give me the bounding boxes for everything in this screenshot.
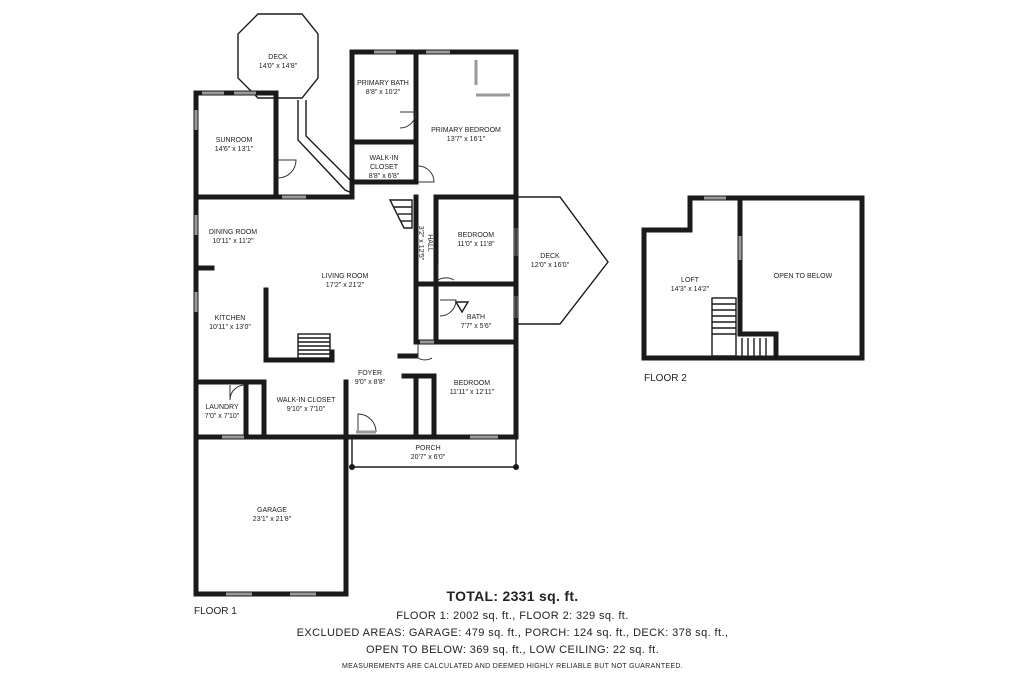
deck-top-name: DECK — [268, 54, 288, 61]
dining-room-name: DINING ROOM — [209, 229, 257, 236]
open-to-below-name: OPEN TO BELOW — [774, 273, 833, 280]
walkin-closet-name: WALK-IN CLOSET — [277, 397, 337, 404]
excluded-areas-cont: OPEN TO BELOW: 369 sq. ft., LOW CEILING:… — [365, 644, 660, 656]
living-stairs — [297, 333, 331, 359]
disclaimer: MEASUREMENTS ARE CALCULATED AND DEEMED H… — [342, 663, 683, 670]
deck-top-dims: 14'0" x 14'8" — [259, 63, 298, 70]
bedroom2-dims: 11'11" x 12'11" — [450, 389, 495, 396]
loft-dims: 14'3" x 14'2" — [671, 286, 710, 293]
foyer-name: FOYER — [358, 370, 382, 377]
deck-right-name: DECK — [540, 253, 560, 260]
garage-name: GARAGE — [257, 507, 287, 514]
loft-stairs — [711, 297, 767, 357]
bath-dims: 7'7" x 5'6" — [461, 323, 492, 330]
primary-bath-dims: 8'8" x 10'2" — [366, 89, 401, 96]
floor-2-plan — [641, 195, 865, 361]
excluded-areas: EXCLUDED AREAS: GARAGE: 479 sq. ft., POR… — [296, 627, 729, 639]
deck-top-outline — [237, 13, 319, 99]
primary-bedroom-name: PRIMARY BEDROOM — [431, 127, 501, 134]
kitchen-dims: 10'11" x 13'0" — [209, 324, 251, 331]
walkin-closet-primary-name2: CLOSET — [370, 164, 399, 171]
bedroom1-name: BEDROOM — [458, 232, 494, 239]
walkin-closet-primary-dims: 8'8" x 6'8" — [369, 173, 400, 180]
porch-name: PORCH — [415, 445, 440, 452]
laundry-dims: 7'0" x 7'10" — [205, 413, 240, 420]
garage-dims: 23'1" x 21'8" — [253, 516, 292, 523]
loft-name: LOFT — [681, 277, 700, 284]
hall-label: HALL 3'2" x 12'5" — [417, 226, 433, 261]
walkin-closet-dims: 9'10" x 7'10" — [287, 406, 326, 413]
foyer-dims: 9'0" x 8'8" — [355, 379, 386, 386]
dining-room-dims: 10'11" x 11'2" — [212, 238, 254, 245]
floor-areas: FLOOR 1: 2002 sq. ft., FLOOR 2: 329 sq. … — [396, 610, 629, 622]
sunroom-name: SUNROOM — [216, 137, 253, 144]
sunroom-dims: 14'6" x 13'1" — [215, 146, 254, 153]
bedroom1-dims: 11'0" x 11'8" — [457, 241, 495, 248]
living-room-dims: 17'2" x 21'2" — [326, 282, 365, 289]
sunroom-walls — [193, 90, 279, 200]
total-area: TOTAL: 2331 sq. ft. — [446, 588, 579, 604]
floor-2-label: FLOOR 2 — [644, 373, 687, 384]
floor-1-label: FLOOR 1 — [194, 606, 237, 617]
hall-name: HALL — [426, 234, 433, 252]
kitchen-name: KITCHEN — [215, 315, 246, 322]
hall-dims: 3'2" x 12'5" — [417, 226, 424, 261]
porch-dims: 20'7" x 6'0" — [411, 454, 446, 461]
porch-outline — [349, 437, 519, 470]
primary-bath-name: PRIMARY BATH — [357, 80, 409, 87]
deck-right-dims: 12'0" x 16'0" — [531, 262, 570, 269]
living-room-name: LIVING ROOM — [322, 273, 369, 280]
laundry-name: LAUNDRY — [205, 404, 239, 411]
primary-bedroom-dims: 13'7" x 16'1" — [447, 136, 486, 143]
walkin-closet-primary-name1: WALK-IN — [370, 155, 399, 162]
bath-name: BATH — [467, 314, 485, 321]
floor-1-plan — [193, 13, 609, 597]
garage-walls — [193, 434, 349, 597]
deck-right-outline — [515, 196, 609, 325]
bedroom2-name: BEDROOM — [454, 380, 490, 387]
